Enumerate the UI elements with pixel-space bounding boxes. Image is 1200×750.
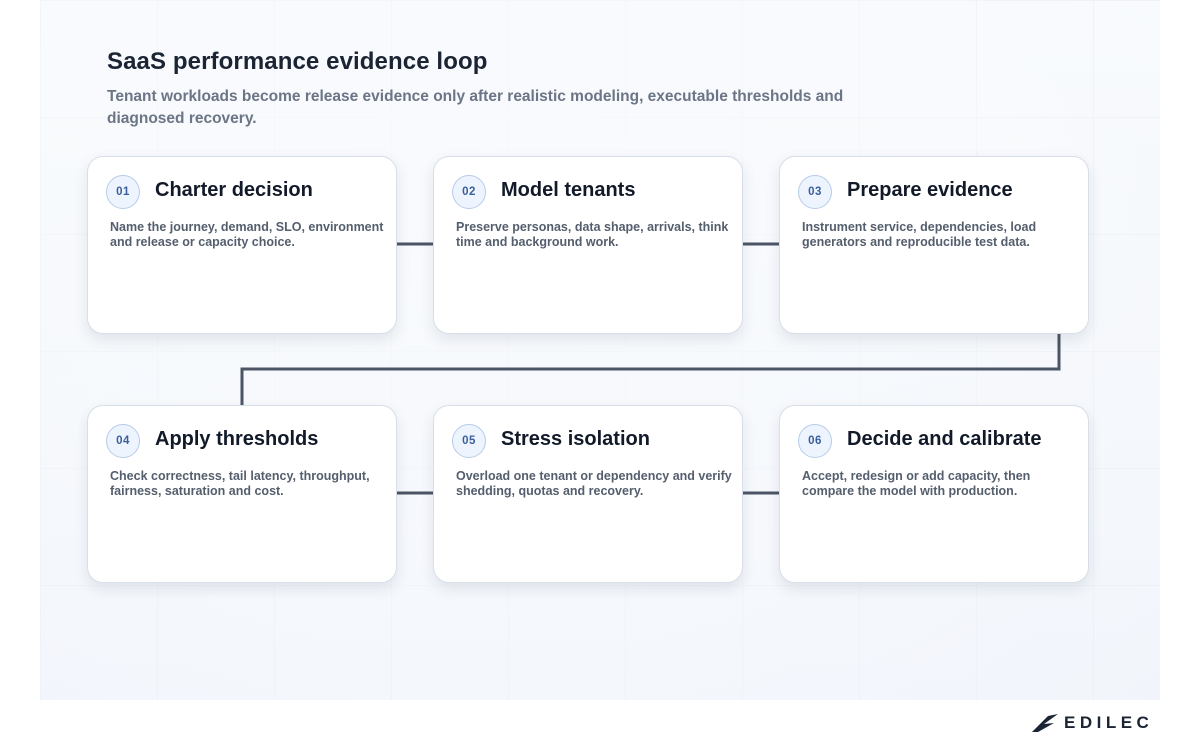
page-subtitle: Tenant workloads become release evidence… (107, 88, 844, 127)
page-title: SaaS performance evidence loop (107, 48, 488, 75)
step-description: Overload one tenant or dependency and ve… (456, 469, 732, 498)
brand-name: EDILEC (1064, 713, 1154, 732)
step-number-badge: 06 (798, 424, 832, 458)
step-description: Preserve personas, data shape, arrivals,… (456, 220, 729, 249)
step-card-06: 06 Decide and calibrate Accept, redesign… (779, 405, 1089, 583)
step-description: Check correctness, tail latency, through… (110, 469, 370, 498)
step-number-badge: 05 (452, 424, 486, 458)
background-grid (40, 0, 1160, 700)
step-number-badge: 01 (106, 175, 140, 209)
step-number-badge: 04 (106, 424, 140, 458)
edilec-logo-icon (1032, 714, 1058, 732)
step-title: Charter decision (155, 179, 313, 201)
step-number-badge: 02 (452, 175, 486, 209)
diagram-canvas (40, 0, 1160, 700)
step-number-badge: 03 (798, 175, 832, 209)
step-title: Apply thresholds (155, 428, 319, 450)
step-card-05: 05 Stress isolation Overload one tenant … (433, 405, 743, 583)
step-description: Accept, redesign or add capacity, then c… (802, 469, 1031, 498)
step-card-02: 02 Model tenants Preserve personas, data… (433, 156, 743, 334)
step-title: Decide and calibrate (847, 428, 1042, 450)
step-description: Instrument service, dependencies, load g… (802, 220, 1037, 249)
brand-logo: EDILEC (1030, 710, 1153, 736)
step-title: Model tenants (501, 179, 636, 201)
step-title: Stress isolation (501, 428, 650, 450)
step-card-03: 03 Prepare evidence Instrument service, … (779, 156, 1089, 334)
connector-03-04 (240, 334, 1061, 405)
step-card-01: 01 Charter decision Name the journey, de… (87, 156, 397, 334)
step-card-04: 04 Apply thresholds Check correctness, t… (87, 405, 397, 583)
step-title: Prepare evidence (847, 179, 1013, 201)
step-description: Name the journey, demand, SLO, environme… (110, 220, 384, 249)
